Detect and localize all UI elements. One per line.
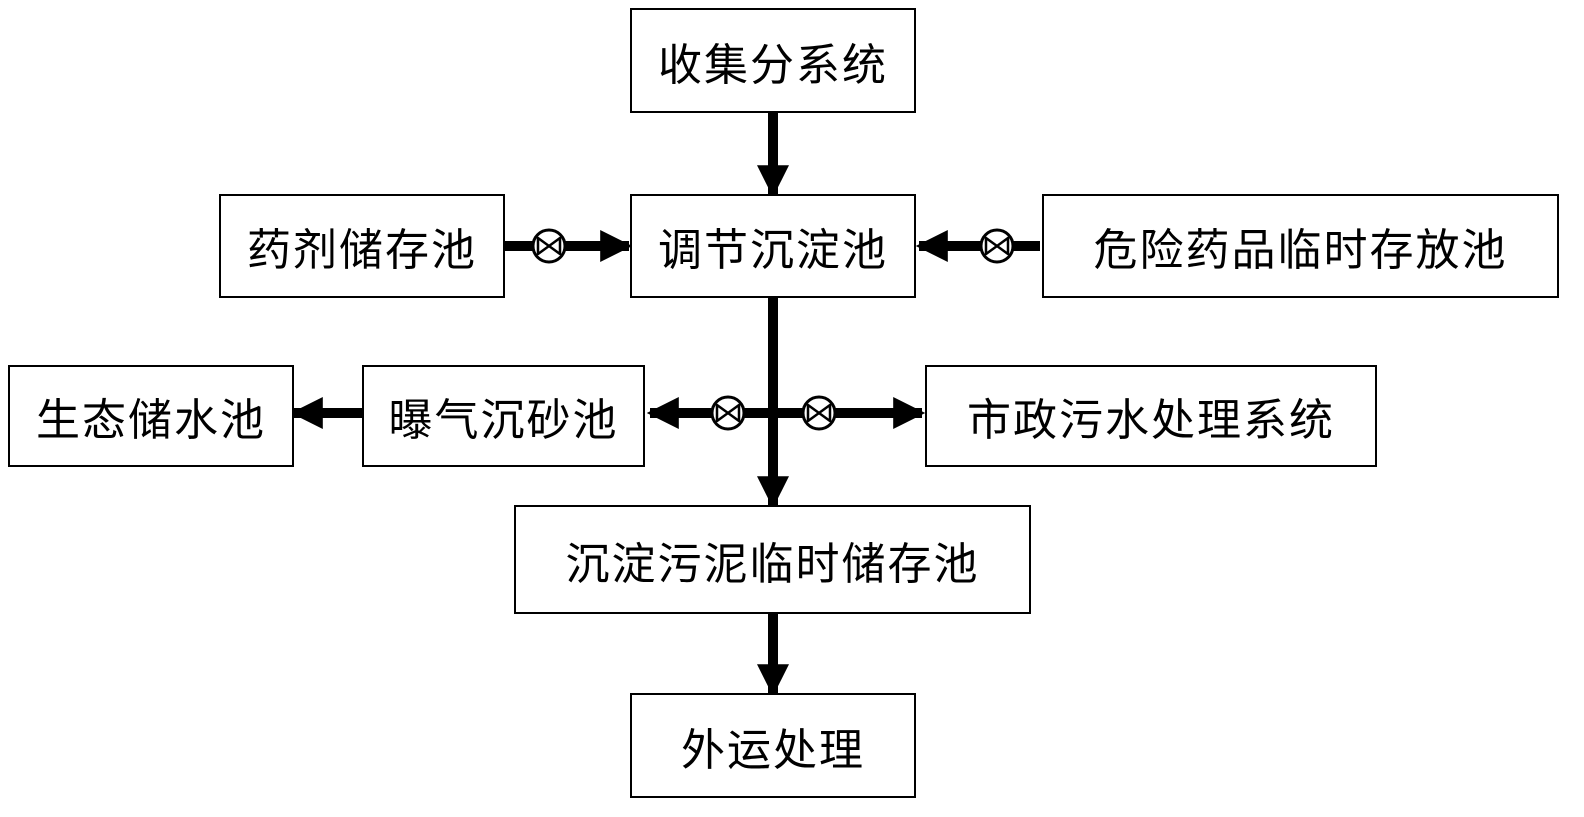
hazardous-chemical-storage-box: 危险药品临时存放池 [1042,194,1559,298]
collection-subsystem-box: 收集分系统 [630,8,916,113]
valve-icon [710,395,746,431]
sludge-temporary-storage-box: 沉淀污泥临时储存池 [514,505,1031,614]
valve-icon [801,395,837,431]
regulating-sedimentation-tank-box: 调节沉淀池 [630,194,916,298]
chemical-storage-tank-box: 药剂储存池 [219,194,505,298]
municipal-sewage-system-box: 市政污水处理系统 [925,365,1377,467]
offsite-disposal-box: 外运处理 [630,693,916,798]
aeration-grit-chamber-box: 曝气沉砂池 [362,365,645,467]
eco-water-storage-box: 生态储水池 [8,365,294,467]
valve-icon [979,228,1015,264]
valve-icon [531,228,567,264]
